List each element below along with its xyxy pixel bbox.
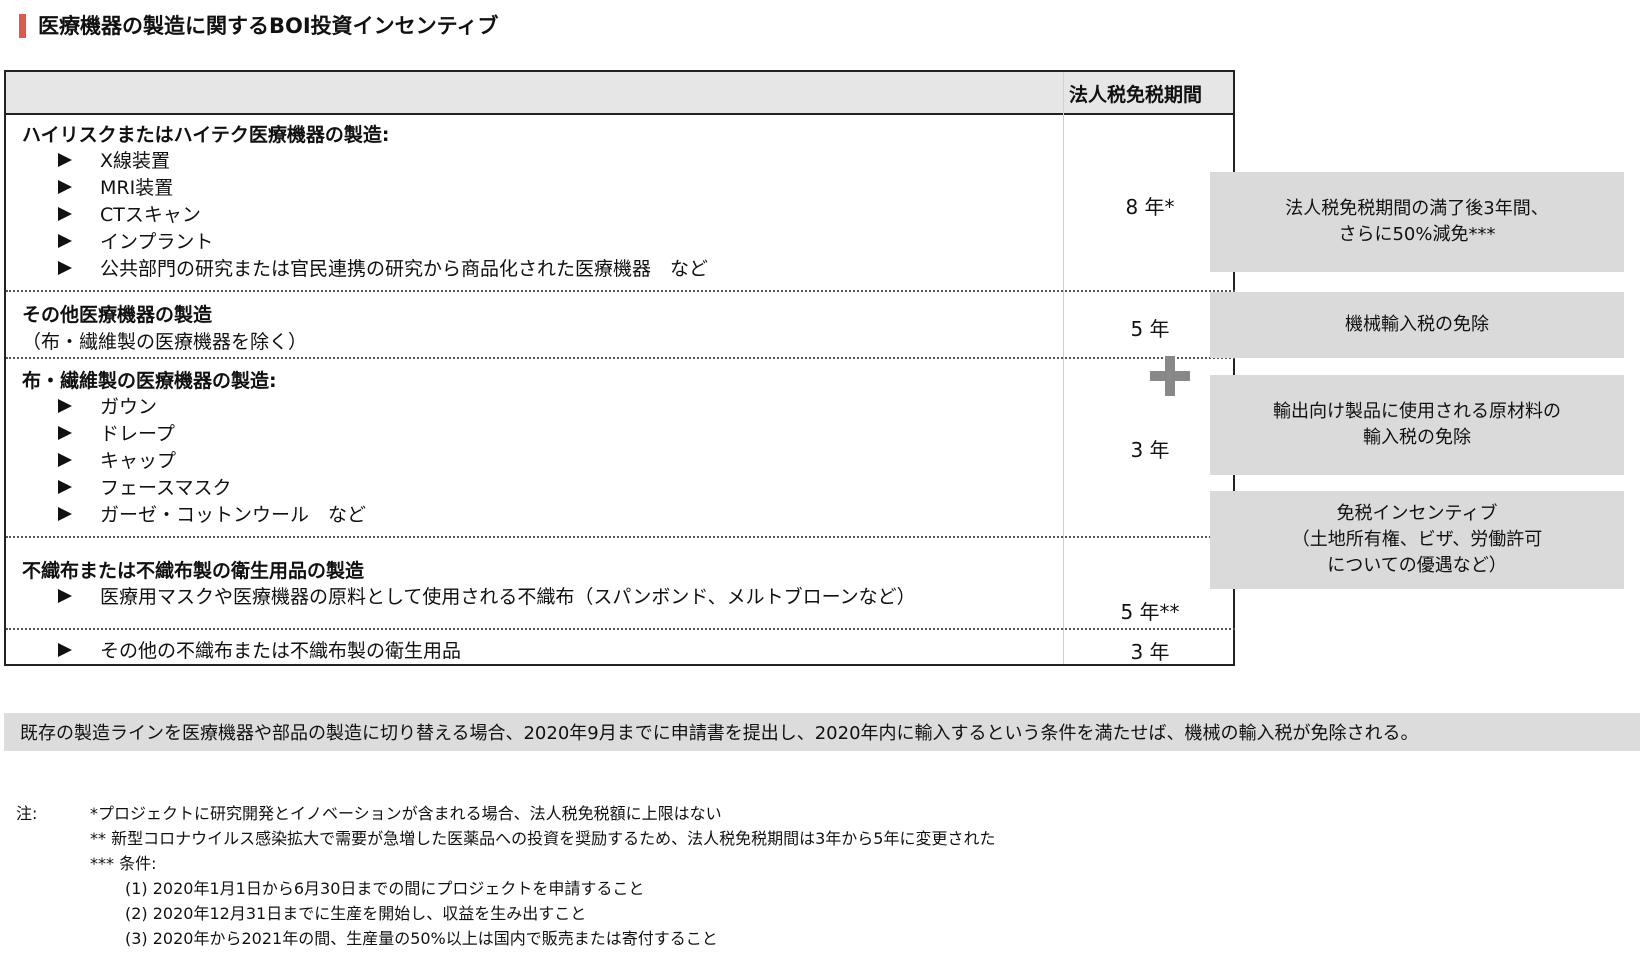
row-category: ハイリスクまたはハイテク医療機器の製造:	[22, 124, 390, 146]
row-category-note: （布・繊維製の医療機器を除く）	[22, 331, 308, 353]
tax-holiday-years: 8 年*	[1125, 195, 1175, 219]
list-item: 公共部門の研究または官民連携の研究から商品化された医療機器 など	[58, 254, 708, 281]
incentive-box: 法人税免税期間の満了後3年間、さらに50%減免***	[1210, 172, 1624, 272]
incentive-table: 法人税免税期間 ハイリスクまたはハイテク医療機器の製造: X線装置 MRI装置 …	[4, 70, 1235, 666]
row-separator	[6, 290, 1235, 292]
list-item: インプラント	[58, 227, 213, 254]
row-separator	[6, 628, 1235, 630]
bullet-triangle-icon	[58, 642, 72, 657]
list-item: X線装置	[58, 146, 170, 173]
plus-icon	[1150, 356, 1190, 396]
list-item: CTスキャン	[58, 200, 201, 227]
list-item: 医療用マスクや医療機器の原料として使用される不織布（スパンボンド、メルトブローン…	[58, 582, 916, 609]
list-item: ガーゼ・コットンウール など	[58, 500, 366, 527]
incentive-box: 免税インセンティブ（土地所有権、ビザ、労働許可についての優遇など）	[1210, 491, 1624, 589]
tax-holiday-years: 5 年**	[1120, 600, 1180, 624]
bullet-triangle-icon	[58, 506, 72, 521]
row-category: その他医療機器の製造	[22, 304, 213, 326]
footnote-condition: (3) 2020年から2021年の間、生産量の50%以上は国内で販売または寄付す…	[125, 929, 718, 948]
list-item: フェースマスク	[58, 473, 231, 500]
tax-holiday-column-header: 法人税免税期間	[1069, 84, 1203, 106]
row-separator	[6, 357, 1235, 359]
row-category: 不織布または不織布製の衛生用品の製造	[22, 560, 365, 582]
footnote: ** 新型コロナウイルス感染拡大で需要が急増した医薬品への投資を奨励するため、法…	[90, 829, 996, 848]
tax-holiday-years: 3 年	[1130, 640, 1170, 664]
tax-holiday-years: 5 年	[1130, 317, 1170, 341]
incentive-box: 機械輸入税の免除	[1210, 292, 1624, 358]
footnote-condition: (1) 2020年1月1日から6月30日までの間にプロジェクトを申請すること	[125, 879, 645, 898]
row-category: 布・繊維製の医療機器の製造:	[22, 370, 277, 392]
footnote: *プロジェクトに研究開発とイノベーションが含まれる場合、法人税免税額に上限はない	[90, 804, 722, 823]
row-separator	[6, 536, 1235, 538]
incentive-box: 輸出向け製品に使用される原材料の輸入税の免除	[1210, 375, 1624, 475]
bullet-triangle-icon	[58, 452, 72, 467]
title-accent-bar	[19, 14, 26, 38]
import-duty-banner: 既存の製造ラインを医療機器や部品の製造に切り替える場合、2020年9月までに申請…	[4, 713, 1640, 751]
list-item: ドレープ	[58, 419, 175, 446]
footnote: *** 条件:	[90, 854, 157, 873]
page-title: 医療機器の製造に関するBOI投資インセンティブ	[38, 14, 499, 38]
bullet-triangle-icon	[58, 398, 72, 413]
list-item: その他の不織布または不織布製の衛生用品	[58, 636, 461, 663]
bullet-triangle-icon	[58, 233, 72, 248]
notes-label: 注:	[16, 804, 38, 823]
bullet-triangle-icon	[58, 206, 72, 221]
list-item: キャップ	[58, 446, 176, 473]
bullet-triangle-icon	[58, 179, 72, 194]
list-item: MRI装置	[58, 173, 173, 200]
bullet-triangle-icon	[58, 152, 72, 167]
bullet-triangle-icon	[58, 588, 72, 603]
tax-holiday-years: 3 年	[1130, 438, 1170, 462]
bullet-triangle-icon	[58, 260, 72, 275]
table-header	[6, 72, 1233, 115]
bullet-triangle-icon	[58, 479, 72, 494]
column-divider	[1063, 72, 1064, 664]
footnote-condition: (2) 2020年12月31日までに生産を開始し、収益を生み出すこと	[125, 904, 587, 923]
bullet-triangle-icon	[58, 425, 72, 440]
list-item: ガウン	[58, 392, 157, 419]
